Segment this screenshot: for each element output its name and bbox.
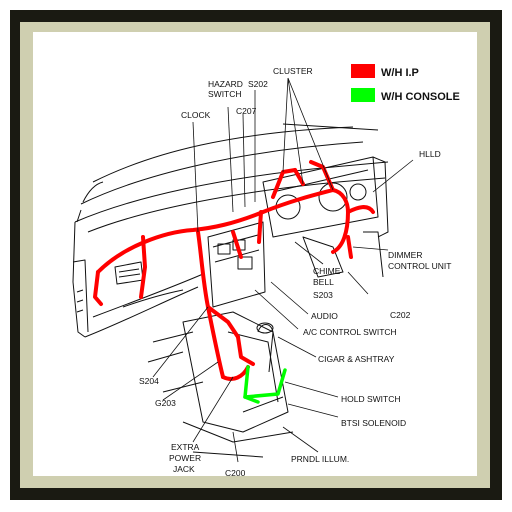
label-s202: S202 (248, 79, 268, 89)
label-hazard-switch: HAZARD (208, 79, 243, 89)
label-hold-switch: HOLD SWITCH (341, 394, 401, 404)
dashboard-outline (72, 123, 389, 458)
label-prndl-illum: PRNDL ILLUM. (291, 454, 349, 464)
harness-console (243, 365, 287, 404)
label-audio: AUDIO (311, 311, 338, 321)
label-cluster: CLUSTER (273, 66, 313, 76)
label-s204: S204 (139, 376, 159, 386)
leader-lines (152, 77, 414, 463)
callout-labels: HAZARD SWITCH S202 CLUSTER C207 CLOCK HL… (139, 66, 451, 476)
wiring-diagram: W/H I.P W/H CONSOLE HAZARD SWITCH S202 C… (72, 64, 460, 476)
legend-swatch-console (351, 88, 375, 102)
legend-swatch-ip (351, 64, 375, 78)
label-c200: C200 (225, 468, 246, 476)
legend: W/H I.P W/H CONSOLE (351, 64, 460, 103)
legend-label-console: W/H CONSOLE (381, 91, 460, 103)
harness-ip (93, 160, 375, 381)
label-chime-bell: CHIME (313, 266, 341, 276)
label-extra-power-jack-3: JACK (173, 464, 195, 474)
label-extra-power-jack: EXTRA (171, 442, 200, 452)
label-chime-bell-2: BELL (313, 277, 334, 287)
label-btsi-solenoid: BTSI SOLENOID (341, 418, 406, 428)
label-c202: C202 (390, 310, 411, 320)
label-ac-control-switch: A/C CONTROL SWITCH (303, 327, 397, 337)
label-hlld: HLLD (419, 149, 441, 159)
label-c207: C207 (236, 106, 257, 116)
label-clock: CLOCK (181, 110, 211, 120)
diagram-paper: W/H I.P W/H CONSOLE HAZARD SWITCH S202 C… (33, 32, 477, 476)
label-s203: S203 (313, 290, 333, 300)
legend-label-ip: W/H I.P (381, 67, 419, 79)
label-hazard-switch-2: SWITCH (208, 89, 242, 99)
label-extra-power-jack-2: POWER (169, 453, 201, 463)
label-dimmer-control-unit: DIMMER (388, 250, 422, 260)
label-cigar-ashtray: CIGAR & ASHTRAY (318, 354, 395, 364)
label-g203: G203 (155, 398, 176, 408)
label-dimmer-control-unit-2: CONTROL UNIT (388, 261, 451, 271)
